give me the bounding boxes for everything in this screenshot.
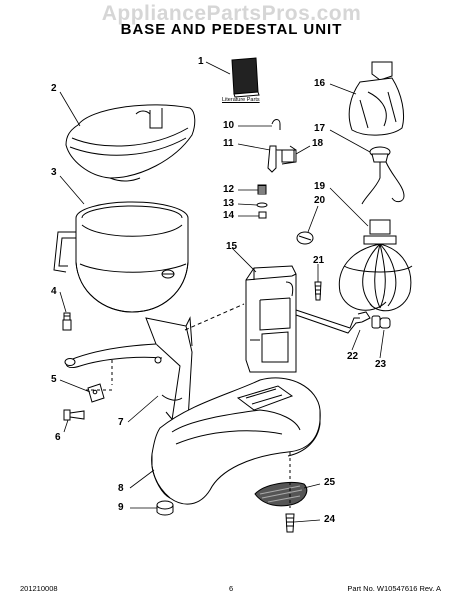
callout-21: 21 [313, 255, 325, 266]
callout-2: 2 [51, 83, 57, 94]
base-foot [157, 501, 173, 515]
callout-20: 20 [314, 195, 326, 206]
leader-lines [60, 62, 384, 522]
crank-rod [296, 310, 390, 333]
callout-22: 22 [347, 351, 359, 362]
bowl-pin [63, 313, 71, 330]
flat-beater [349, 62, 403, 135]
callout-15: 15 [226, 241, 238, 252]
spring-washer-nut [257, 185, 267, 218]
literature-label: Literature Parts [222, 97, 260, 103]
leader-dashed [185, 304, 244, 330]
callout-10: 10 [223, 120, 235, 131]
callout-6: 6 [55, 432, 61, 443]
callout-18: 18 [312, 138, 324, 149]
screw-6 [64, 410, 84, 420]
bowl-support [65, 318, 192, 428]
callout-7: 7 [118, 417, 124, 428]
callout-8: 8 [118, 483, 124, 494]
callout-24: 24 [324, 514, 336, 525]
callout-17: 17 [314, 123, 326, 134]
diagram-title: BASE AND PEDESTAL UNIT [120, 21, 343, 38]
callout-12: 12 [223, 184, 235, 195]
dough-hook [362, 147, 404, 204]
watermark: AppliancePartsPros.com [101, 2, 362, 25]
pin-21 [315, 282, 321, 300]
mixer-base [152, 378, 321, 504]
literature-book [232, 58, 259, 97]
callout-23: 23 [375, 359, 387, 370]
footer-center: 6 [229, 584, 234, 593]
callout-4: 4 [51, 286, 57, 297]
mixing-bowl [54, 202, 188, 312]
callout-13: 13 [223, 198, 235, 209]
callout-1: 1 [198, 56, 204, 67]
speed-knob [297, 232, 313, 244]
callout-3: 3 [51, 167, 57, 178]
callout-19: 19 [314, 181, 326, 192]
callout-9: 9 [118, 502, 124, 513]
hinge-assembly [268, 120, 296, 173]
leader-dashed [86, 360, 112, 390]
callout-11: 11 [223, 138, 234, 149]
wire-whip [339, 220, 412, 311]
callout-25: 25 [324, 477, 336, 488]
callout-14: 14 [223, 210, 235, 221]
callout-5: 5 [51, 374, 57, 385]
pedestal [246, 266, 296, 372]
screw-24 [286, 452, 294, 532]
base-pad [255, 482, 307, 505]
footer-right: Part No. W10547616 Rev. A [347, 584, 441, 593]
callout-16: 16 [314, 78, 326, 89]
pouring-shield [66, 105, 195, 181]
clip-plate [88, 384, 104, 402]
footer-left: 201210008 [20, 584, 58, 593]
